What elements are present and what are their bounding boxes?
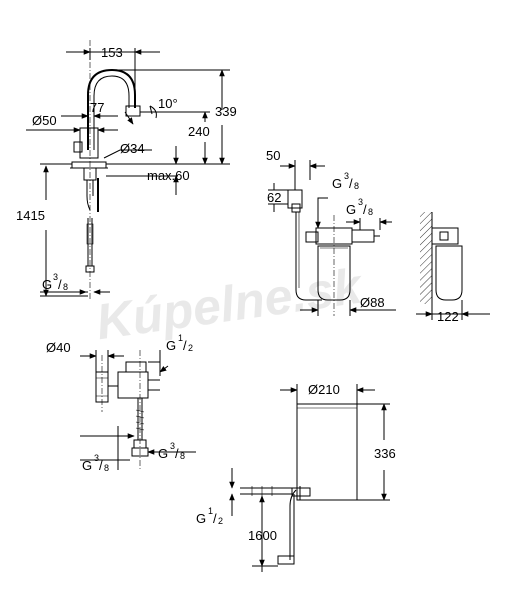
dim-153: 153	[101, 45, 123, 60]
dim-240: 240	[188, 124, 210, 139]
svg-text:G: G	[158, 446, 168, 461]
svg-text:2: 2	[218, 516, 223, 526]
svg-text:3: 3	[94, 453, 99, 463]
svg-text:3: 3	[344, 171, 349, 181]
dim-62: 62	[267, 190, 281, 205]
dim-339: 339	[215, 104, 237, 119]
thread-label-filter-1: G 3 / 8	[332, 171, 359, 191]
svg-text:/: /	[175, 446, 179, 461]
thread-label-boiler: G 1 / 2	[196, 506, 223, 526]
dim-max60: max.60	[147, 168, 190, 183]
svg-text:/: /	[183, 338, 187, 353]
dim-d88: Ø88	[360, 295, 385, 310]
svg-text:3: 3	[358, 197, 363, 207]
thread-label-valve-top: G 1 / 2	[166, 333, 193, 353]
thread-label-valve-right: G 3 / 8	[158, 441, 185, 461]
svg-text:3: 3	[53, 272, 58, 282]
svg-text:G: G	[42, 277, 52, 292]
svg-text:3: 3	[170, 441, 175, 451]
dim-d40: Ø40	[46, 340, 71, 355]
thread-label-filter-2: G 3 / 8	[346, 197, 373, 217]
svg-text:8: 8	[354, 181, 359, 191]
svg-text:8: 8	[63, 282, 68, 292]
svg-text:/: /	[99, 458, 103, 473]
valve-drawing: Ø40 G 1 / 2 G 3 / 8 G 3 / 8	[46, 333, 196, 473]
dim-122: 122	[437, 309, 459, 324]
dim-d210: Ø210	[308, 382, 340, 397]
svg-text:8: 8	[104, 463, 109, 473]
svg-text:1: 1	[208, 506, 213, 516]
boiler-drawing: Ø210 336 G 1 / 2 1600	[196, 382, 396, 572]
svg-text:8: 8	[180, 451, 185, 461]
dim-50: 50	[266, 148, 280, 163]
svg-text:G: G	[346, 202, 356, 217]
svg-text:/: /	[349, 176, 353, 191]
thread-label-faucet: G 3 / 8	[42, 272, 68, 292]
svg-text:G: G	[166, 338, 176, 353]
dim-336: 336	[374, 446, 396, 461]
dim-d50: Ø50	[32, 113, 57, 128]
thread-label-valve-left: G 3 / 8	[82, 453, 109, 473]
filter-drawing: 50 62 G 3 / 8 G 3 / 8 Ø88	[266, 148, 490, 324]
dim-d34: Ø34	[120, 141, 145, 156]
svg-text:8: 8	[368, 207, 373, 217]
wall-hatch	[420, 212, 432, 304]
dim-77: 77	[90, 100, 104, 115]
svg-text:/: /	[213, 511, 217, 526]
svg-text:/: /	[363, 202, 367, 217]
faucet-drawing: 153 77 Ø50 10° 339 240 Ø34 max	[16, 40, 237, 300]
svg-text:2: 2	[188, 343, 193, 353]
watermark: Kúpelne.sk	[93, 257, 367, 350]
svg-text:G: G	[82, 458, 92, 473]
dim-1415: 1415	[16, 208, 45, 223]
dim-angle: 10°	[158, 96, 178, 111]
svg-text:G: G	[196, 511, 206, 526]
dim-1600: 1600	[248, 528, 277, 543]
svg-text:G: G	[332, 176, 342, 191]
svg-text:/: /	[58, 277, 62, 292]
svg-text:1: 1	[178, 333, 183, 343]
